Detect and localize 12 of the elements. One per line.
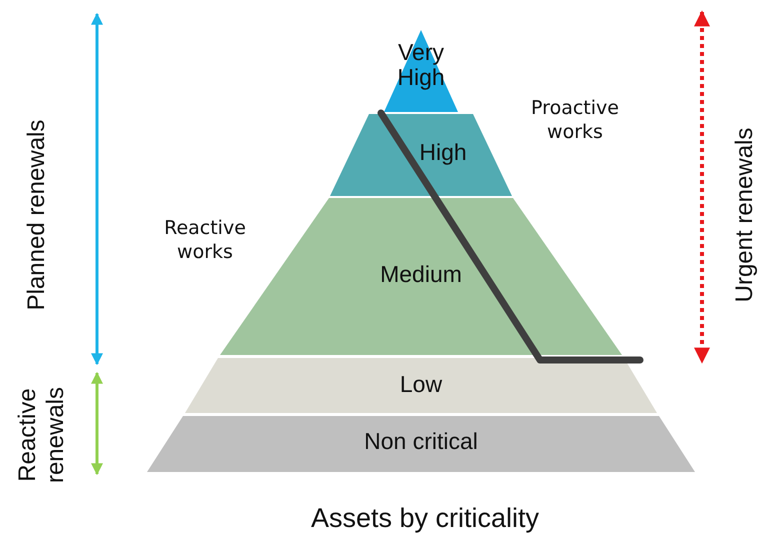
region-label: Proactive works [530,96,620,144]
pyramid-tier [147,416,695,472]
pyramid-tier [330,114,512,196]
tier-label: Non critical [363,429,479,454]
tier-label: Low [398,372,444,397]
side-label: Planned renewals [23,118,51,312]
caption: Assets by criticality [310,503,540,534]
region-label: Reactive works [163,216,247,264]
side-label: Urgent renewals [731,126,759,304]
tier-label: High [418,140,468,165]
tier-label: Medium [379,262,463,287]
side-label: Reactive renewals [14,386,70,486]
